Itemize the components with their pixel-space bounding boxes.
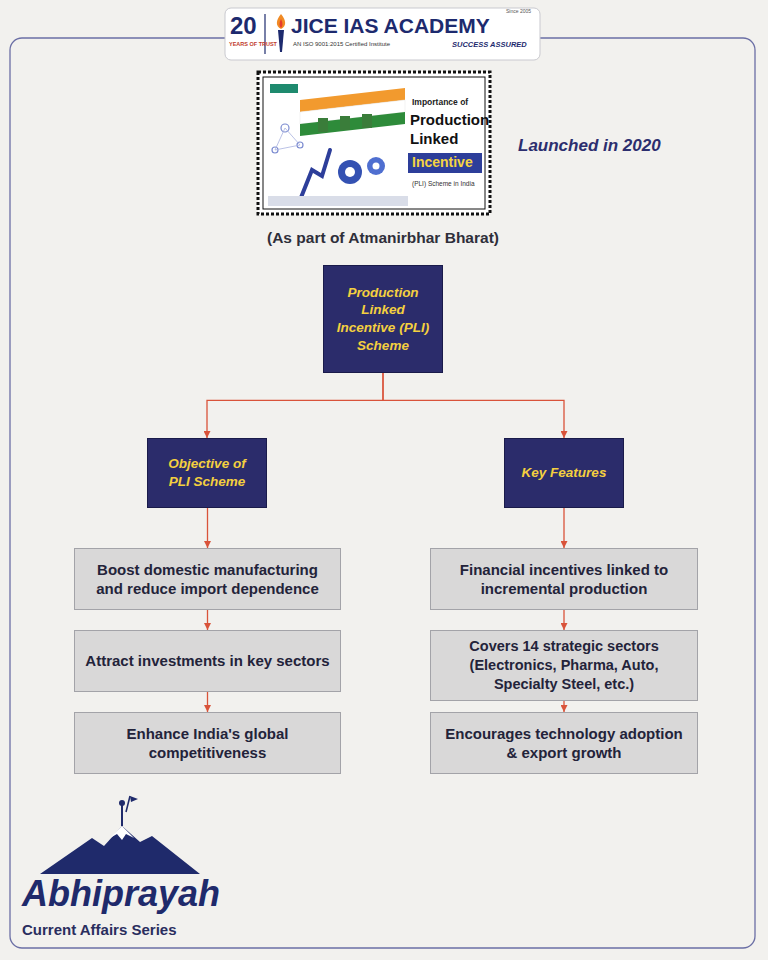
box-text: Encourages technology adoption & export …	[441, 724, 687, 763]
thumb-text: Production	[410, 112, 489, 129]
years-caption: YEARS OF TRUST	[229, 41, 277, 47]
concept-box: Objective of PLI Scheme	[147, 438, 267, 508]
point-box: Financial incentives linked to increment…	[430, 548, 698, 610]
flow-connector	[383, 373, 564, 438]
thumbnail-frame	[258, 72, 490, 214]
concept-box: Production Linked Incentive (PLI) Scheme	[323, 265, 443, 373]
years-number: 20	[230, 13, 257, 39]
point-box: Boost domestic manufacturing and reduce …	[74, 548, 341, 610]
academy-name: JICE IAS ACADEMY	[291, 14, 490, 37]
box-text: Covers 14 strategic sectors (Electronics…	[441, 637, 687, 694]
flow-connector	[207, 373, 383, 438]
flow-connector	[563, 701, 564, 712]
point-box: Covers 14 strategic sectors (Electronics…	[430, 630, 698, 701]
since-note: Since 2005	[506, 9, 531, 15]
point-box: Encourages technology adoption & export …	[430, 712, 698, 774]
header-divider	[264, 14, 265, 54]
box-text: Attract investments in key sectors	[85, 651, 329, 671]
iso-note: AN ISO 9001:2015 Certified Institute	[293, 41, 390, 48]
flow-connector	[563, 508, 564, 548]
box-text: Enhance India's global competitiveness	[85, 724, 330, 763]
mountain-logo	[40, 796, 200, 874]
flow-connector	[207, 508, 208, 548]
box-text: Boost domestic manufacturing and reduce …	[85, 560, 330, 599]
box-text: Financial incentives linked to increment…	[441, 560, 687, 599]
box-text: Key Features	[522, 464, 607, 482]
flow-connector	[563, 610, 564, 630]
thumb-text: (PLI) Scheme in India	[412, 180, 475, 187]
launch-note: Launched in 2020	[518, 137, 661, 156]
flow-connector	[207, 610, 208, 630]
thumb-text: Incentive	[412, 155, 473, 170]
box-text: Objective of PLI Scheme	[158, 455, 256, 490]
thumbnail-illustration	[266, 80, 482, 206]
context-note: (As part of Atmanirbhar Bharat)	[267, 229, 499, 246]
torch-icon	[277, 14, 285, 52]
thumb-text: Importance of	[412, 98, 468, 107]
series-logo: Abhiprayah	[22, 874, 220, 914]
point-box: Attract investments in key sectors	[74, 630, 341, 692]
thumb-text: Linked	[410, 131, 458, 148]
thumbnail-inner-frame	[263, 77, 485, 209]
outer-frame	[10, 38, 755, 948]
concept-box: Key Features	[504, 438, 624, 508]
header-badge	[225, 8, 540, 60]
box-text: Production Linked Incentive (PLI) Scheme	[334, 284, 432, 354]
point-box: Enhance India's global competitiveness	[74, 712, 341, 774]
series-caption: Current Affairs Series	[22, 922, 177, 939]
flow-connector	[207, 692, 208, 712]
tagline: SUCCESS ASSURED	[452, 41, 527, 49]
